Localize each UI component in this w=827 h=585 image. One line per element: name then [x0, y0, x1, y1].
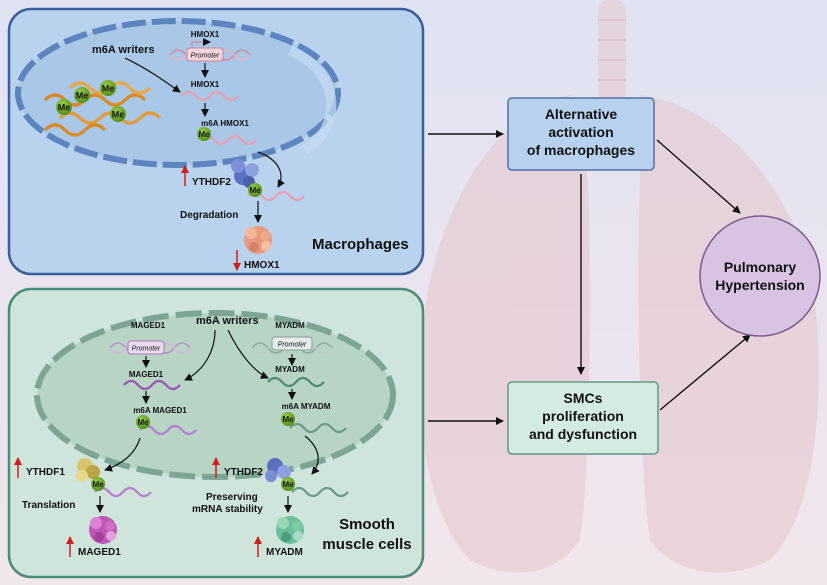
svg-text:MYADM: MYADM — [275, 365, 305, 374]
hmox1-protein — [244, 226, 272, 254]
svg-text:m6A HMOX1: m6A HMOX1 — [201, 119, 249, 128]
process-label: Preserving — [206, 492, 258, 503]
connector-arrow — [659, 334, 751, 411]
process-label: mRNA stability — [192, 504, 263, 515]
reader-label: YTHDF1 — [26, 467, 65, 478]
gene-label: HMOX1 — [191, 30, 220, 39]
promoter-box — [271, 336, 313, 351]
svg-text:MAGED1: MAGED1 — [131, 321, 166, 330]
svg-text:MYADM: MYADM — [275, 321, 305, 330]
svg-text:activation: activation — [548, 124, 613, 140]
svg-text:proliferation: proliferation — [542, 408, 624, 424]
product-label: HMOX1 — [244, 260, 280, 271]
svg-text:of macrophages: of macrophages — [527, 142, 635, 158]
svg-text:Me: Me — [58, 103, 71, 113]
smc-proliferation-box: SMCs proliferation and dysfunction — [507, 381, 659, 455]
svg-text:Promoter: Promoter — [278, 342, 307, 349]
svg-text:Me: Me — [198, 130, 210, 139]
svg-text:Me: Me — [282, 415, 294, 424]
methyl-group — [248, 183, 262, 197]
cell-type-label: Smooth — [339, 516, 395, 533]
methyl-group: Me Me Me Me — [56, 80, 126, 122]
methyl-group — [91, 477, 105, 491]
writers-label: m6A writers — [92, 44, 155, 56]
product-label: MYADM — [266, 547, 303, 558]
mrna-strand — [181, 90, 239, 102]
svg-text:m6A MAGED1: m6A MAGED1 — [133, 406, 187, 415]
methyl-group — [281, 477, 295, 491]
svg-text:Pulmonary: Pulmonary — [724, 259, 797, 275]
cell-type-label: Macrophages — [312, 236, 409, 253]
cell-type-label: muscle cells — [322, 536, 411, 553]
svg-text:Me: Me — [76, 91, 89, 101]
ythdf2-protein — [231, 159, 259, 188]
pulmonary-hypertension-circle: Pulmonary Hypertension — [699, 215, 821, 337]
svg-text:HMOX1: HMOX1 — [191, 80, 220, 89]
svg-text:Hypertension: Hypertension — [715, 277, 804, 293]
reader-label: YTHDF2 — [192, 177, 231, 188]
methyl-group — [136, 415, 150, 429]
svg-text:and dysfunction: and dysfunction — [529, 426, 637, 442]
rna-cluster-macrophage — [43, 81, 162, 137]
alternative-activation-box: Alternative activation of macrophages — [507, 97, 655, 171]
macrophage-panel: Me Me Me Me m6A writers HMOX1 Promoter H… — [7, 7, 425, 276]
svg-text:Me: Me — [282, 480, 294, 489]
ythdf1-protein — [76, 458, 100, 482]
svg-text:Me: Me — [137, 418, 149, 427]
smc-panel: m6A writers MAGED1 Promoter MAGED1 m6A M… — [7, 287, 425, 579]
smc-nucleus — [34, 310, 396, 480]
ythdf2-protein — [265, 458, 291, 482]
svg-text:MAGED1: MAGED1 — [129, 370, 164, 379]
connector-arrow — [656, 139, 741, 214]
svg-text:Me: Me — [249, 186, 261, 195]
svg-text:SMCs: SMCs — [564, 390, 603, 406]
macrophage-nucleus — [15, 18, 341, 168]
svg-text:Promoter: Promoter — [191, 53, 220, 60]
svg-text:Promoter: Promoter — [132, 346, 161, 353]
writers-label: m6A writers — [196, 315, 259, 327]
process-label: Translation — [22, 500, 75, 511]
svg-text:Me: Me — [92, 480, 104, 489]
reader-label: YTHDF2 — [224, 467, 263, 478]
methyl-group — [197, 127, 211, 141]
promoter-box — [186, 47, 224, 62]
maged1-protein — [89, 516, 117, 544]
svg-text:Me: Me — [102, 84, 115, 94]
methyl-group — [281, 412, 295, 426]
process-label: Degradation — [180, 210, 238, 221]
svg-text:Me: Me — [112, 110, 125, 120]
svg-text:m6A MYADM: m6A MYADM — [282, 402, 331, 411]
promoter-box — [127, 340, 165, 355]
product-label: MAGED1 — [78, 547, 121, 558]
svg-text:Alternative: Alternative — [545, 106, 618, 122]
myadm-protein — [276, 516, 304, 544]
